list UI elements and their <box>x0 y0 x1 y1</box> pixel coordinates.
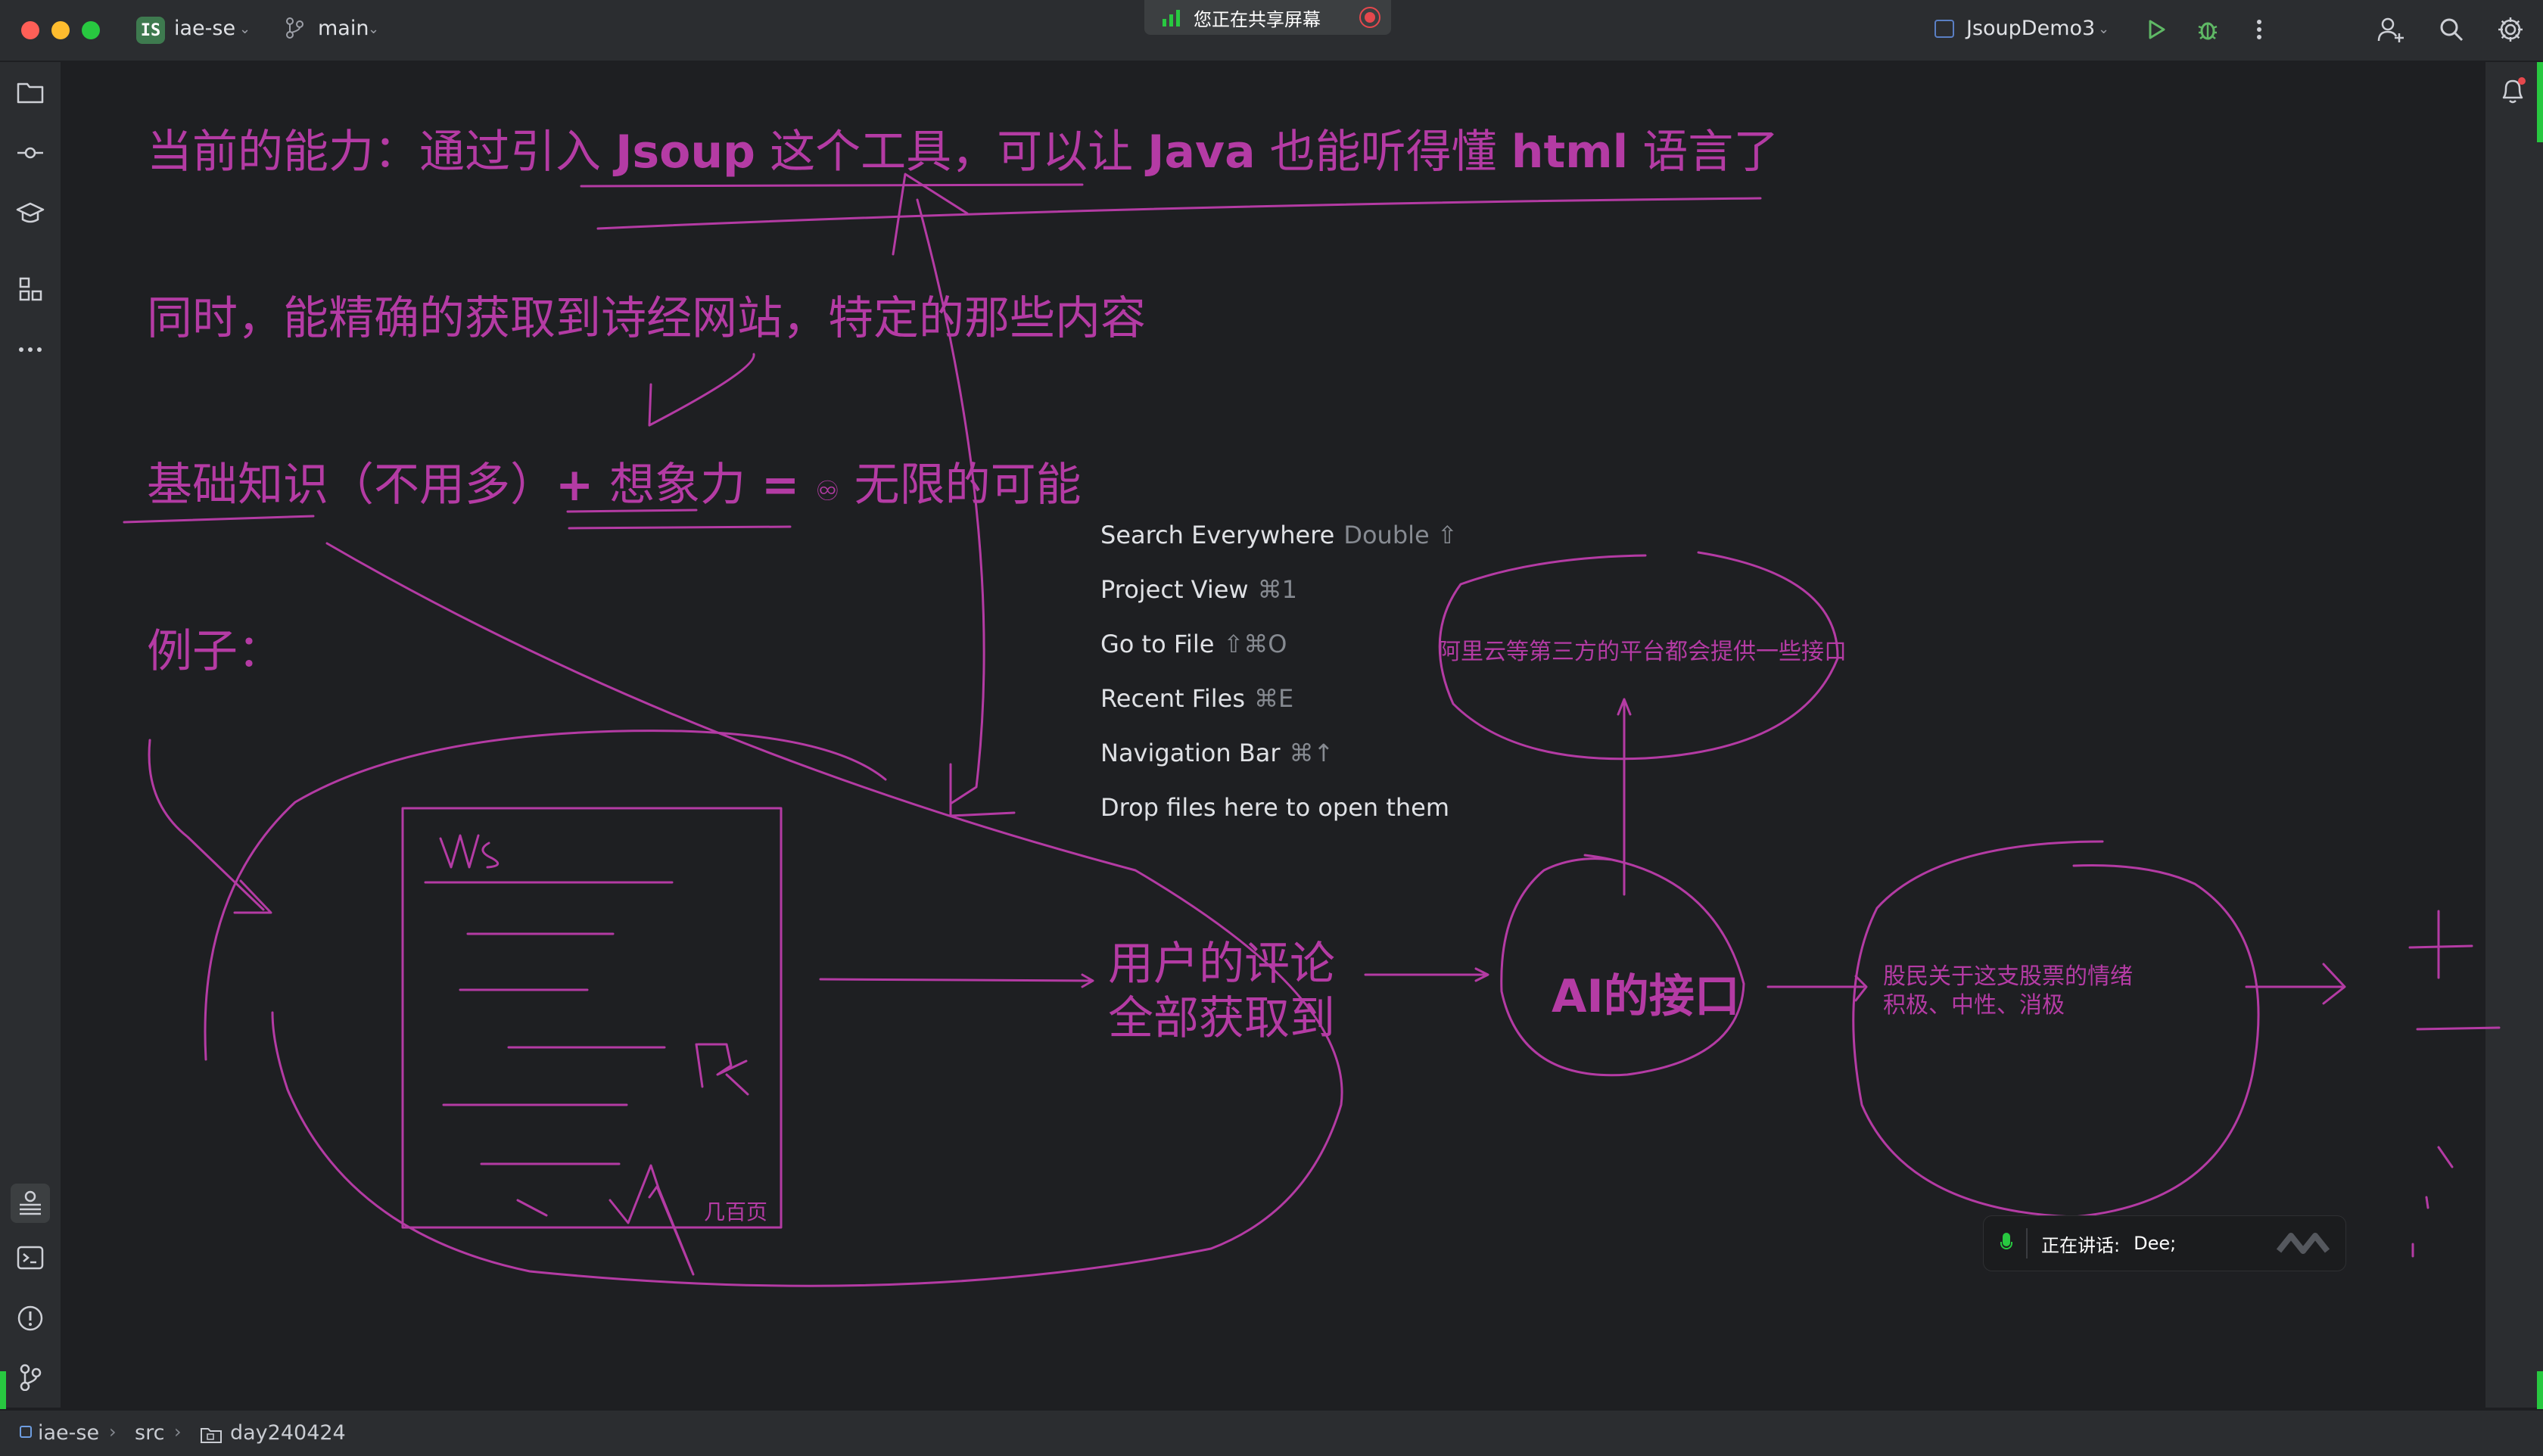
ink-document-box <box>401 807 783 1229</box>
branch-icon <box>285 17 304 45</box>
ink-arrow-ai-platforms <box>1617 698 1632 896</box>
folder-icon[interactable] <box>14 76 47 109</box>
zoom-window-button[interactable] <box>82 21 100 39</box>
close-window-button[interactable] <box>21 21 39 39</box>
left-tool-bar <box>0 62 62 1408</box>
hint-drop-files: Drop files here to open them <box>1100 793 1450 822</box>
ink-arrow-comments-ai <box>1364 967 1489 982</box>
ink-arrow-doc-comments <box>819 973 1094 988</box>
module-icon <box>20 1426 32 1438</box>
screen-share-indicator[interactable]: 您正在共享屏幕 <box>1144 0 1391 35</box>
ink-underline-long <box>596 197 1762 230</box>
comments-label: 用户的评论 全部获取到 <box>1108 938 1335 1045</box>
stop-share-button[interactable] <box>1359 7 1380 28</box>
package-folder-icon <box>201 1428 222 1443</box>
breadcrumb-separator-icon: › <box>109 1421 117 1442</box>
share-border-top <box>2537 62 2543 142</box>
ink-tick-mark <box>892 173 969 256</box>
ink-check-arrow <box>648 353 755 427</box>
platforms-label: 阿里云等第三方的平台都会提供一些接口 <box>1438 639 1847 665</box>
ink-left-hook <box>148 739 272 914</box>
ink-doc-flag <box>695 1043 749 1096</box>
chevron-down-icon: ⌄ <box>239 21 251 37</box>
screen-share-label: 您正在共享屏幕 <box>1194 8 1321 30</box>
run-icon[interactable] <box>2140 14 2172 45</box>
ink-doc-sign <box>516 1164 695 1276</box>
services-icon[interactable] <box>11 1184 50 1223</box>
commit-icon[interactable] <box>14 136 47 170</box>
notifications-icon[interactable] <box>2496 74 2529 107</box>
breadcrumb-separator-icon: › <box>174 1421 182 1442</box>
learn-icon[interactable] <box>14 197 47 230</box>
ink-doc-ws <box>439 834 500 869</box>
ink-ellipse-upper <box>204 730 887 1061</box>
breadcrumb-src[interactable]: src <box>135 1421 165 1445</box>
ink-arrow-ai-sentiment <box>1766 975 1868 1002</box>
settings-icon[interactable] <box>2495 14 2526 45</box>
ink-underline-imagination-2 <box>568 525 792 530</box>
hint-project-view: Project View⌘1 <box>1100 575 1297 604</box>
status-bar: iae-se › src › day240424 <box>0 1409 2543 1456</box>
more-vertical-icon[interactable] <box>2243 14 2275 45</box>
ink-underline-basics <box>123 515 315 524</box>
search-icon[interactable] <box>2436 14 2467 45</box>
chevron-down-icon: ⌄ <box>368 21 380 37</box>
note-line-example: 例子： <box>147 625 283 678</box>
run-config-selector[interactable]: JsoupDemo3 <box>1966 17 2096 40</box>
terminal-icon[interactable] <box>14 1241 47 1274</box>
git-icon[interactable] <box>14 1361 47 1394</box>
speaker-label: 正在讲话: <box>2041 1234 2121 1256</box>
run-config-icon <box>1934 20 1954 38</box>
page-count-label: 几百页 <box>704 1199 768 1224</box>
microphone-icon <box>2000 1233 2012 1254</box>
project-badge[interactable]: IS <box>136 17 165 44</box>
ink-underline-jsoup <box>580 183 1084 188</box>
hint-navigation-bar: Navigation Bar⌘↑ <box>1100 739 1334 767</box>
note-line-poetry-site: 同时，能精确的获取到诗经网站，特定的那些内容 <box>147 292 1146 345</box>
ink-plus-right <box>2408 910 2473 979</box>
hint-go-to-file: Go to File⇧⌘O <box>1100 630 1287 658</box>
project-selector[interactable]: iae-se <box>174 17 236 40</box>
speaker-indicator: 正在讲话: Dee; <box>1983 1215 2346 1271</box>
chevron-down-icon: ⌄ <box>2098 21 2110 37</box>
breadcrumb-package[interactable]: day240424 <box>230 1421 346 1445</box>
ink-tick-right <box>2411 1146 2454 1258</box>
debug-icon[interactable] <box>2192 14 2224 45</box>
branch-selector[interactable]: main <box>318 17 369 40</box>
hint-recent-files: Recent Files⌘E <box>1100 684 1294 713</box>
sentiment-label: 股民关于这支股票的情绪 积极、中性、消极 <box>1883 963 2133 1019</box>
meeting-logo-icon <box>2276 1233 2330 1254</box>
speaker-name: Dee; <box>2134 1233 2177 1254</box>
ink-arrow-sentiment-right <box>2245 963 2346 1005</box>
breadcrumb-project[interactable]: iae-se <box>38 1421 100 1445</box>
note-line-imagination: 基础知识（不用多）+ 想象力 = ♾ 无限的可能 <box>147 459 1082 512</box>
title-bar: IS iae-se ⌄ main ⌄ 您正在共享屏幕 JsoupDemo3 ⌄ <box>0 0 2543 62</box>
problems-icon[interactable] <box>14 1302 47 1335</box>
infinity-symbol: ♾ <box>815 476 840 507</box>
ink-sentiment-circle <box>1852 840 2260 1218</box>
minimize-window-button[interactable] <box>51 21 70 39</box>
right-tool-bar <box>2484 62 2543 1408</box>
ai-api-label: AI的接口 <box>1552 970 1740 1023</box>
structure-icon[interactable] <box>14 272 47 306</box>
signal-icon <box>1163 8 1180 26</box>
more-icon[interactable] <box>14 333 47 366</box>
add-user-icon[interactable] <box>2375 14 2407 45</box>
note-line-jsoup: 当前的能力：通过引入 Jsoup 这个工具，可以让 Java 也能听得懂 htm… <box>147 126 1779 179</box>
